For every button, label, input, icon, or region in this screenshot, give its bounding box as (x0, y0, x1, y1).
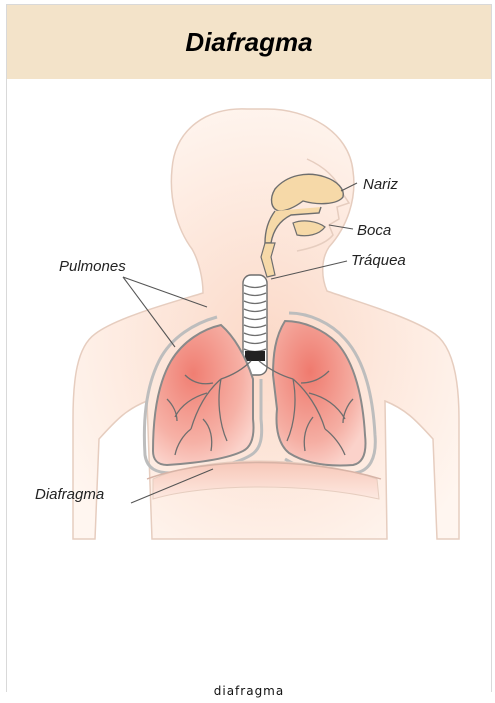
respiratory-diagram: Nariz Boca Tráquea Pulmones Diafragma (7, 79, 493, 679)
label-traquea: Tráquea (351, 252, 406, 269)
label-nariz: Nariz (363, 176, 399, 193)
label-boca: Boca (357, 222, 391, 239)
diagram-canvas: Nariz Boca Tráquea Pulmones Diafragma (7, 79, 491, 679)
header-bar: Diafragma (7, 5, 491, 79)
caption-bar: diafragma (7, 679, 491, 703)
label-pulmones: Pulmones (59, 258, 126, 275)
figure-frame: Diafragma (6, 4, 492, 692)
page-title: Diafragma (185, 27, 312, 58)
figure-caption: diafragma (214, 684, 284, 698)
label-diafragma: Diafragma (35, 486, 104, 503)
